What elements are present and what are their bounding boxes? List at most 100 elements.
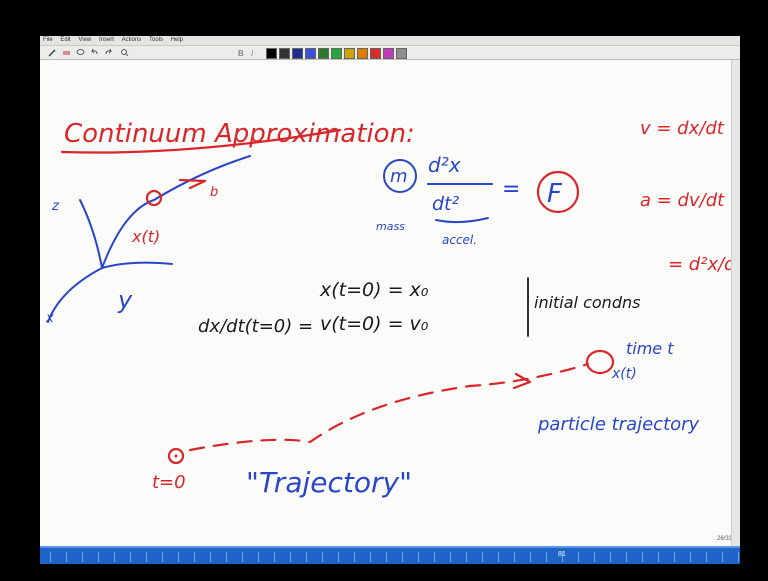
taskbar-divider — [66, 552, 67, 562]
time-t-label: time t — [626, 339, 674, 358]
taskbar-divider — [162, 552, 163, 562]
mass-label: mass — [376, 220, 405, 233]
equals-sign: = — [502, 177, 520, 202]
taskbar-divider — [626, 552, 627, 562]
initial-conditions-label: initial condns — [534, 293, 640, 312]
taskbar-divider — [578, 552, 579, 562]
trajectory-label: "Trajectory" — [246, 466, 412, 499]
axis-z-label: z — [51, 199, 60, 214]
m-symbol: m — [390, 166, 408, 187]
zoom-icon[interactable] — [120, 48, 129, 57]
taskbar-divider — [514, 552, 515, 562]
taskbar-divider — [98, 552, 99, 562]
force-circle-icon — [536, 170, 580, 214]
taskbar-divider — [306, 552, 307, 562]
handwritten-notes: Continuum Approximation: z y x b x(t) m … — [45, 118, 740, 499]
taskbar-divider — [418, 552, 419, 562]
taskbar-divider — [370, 552, 371, 562]
arrow-b-label: b — [210, 185, 218, 200]
svg-text:I: I — [251, 49, 254, 57]
endpoint-circle-icon — [585, 349, 615, 375]
axis-lines — [47, 199, 173, 323]
undo-icon[interactable] — [90, 48, 99, 57]
xt-end-label: x(t) — [611, 366, 637, 382]
initial-position: x(t=0) = x₀ — [319, 279, 429, 301]
accel-underbrace — [435, 217, 489, 224]
axis-y-label: y — [117, 286, 133, 314]
menu-edit[interactable]: Edit — [60, 37, 71, 43]
taskbar-divider — [210, 552, 211, 562]
whiteboard-canvas[interactable]: Continuum Approximation: z y x b x(t) m … — [40, 60, 740, 546]
axis-x-label: x — [45, 311, 54, 326]
color-swatch[interactable] — [344, 48, 355, 59]
pen-icon[interactable] — [48, 48, 57, 57]
color-swatch[interactable] — [266, 48, 277, 59]
menu-bar: File Edit View Insert Actions Tools Help — [40, 36, 740, 46]
taskbar-divider — [178, 552, 179, 562]
lasso-icon[interactable] — [76, 48, 85, 57]
taskbar-divider — [658, 552, 659, 562]
taskbar-divider — [546, 552, 547, 562]
taskbar-divider — [594, 552, 595, 562]
taskbar-divider — [322, 552, 323, 562]
d2x-text: d²x — [428, 153, 461, 177]
color-swatch[interactable] — [396, 48, 407, 59]
menu-insert[interactable]: Insert — [98, 37, 114, 43]
taskbar-divider — [642, 552, 643, 562]
trajectory-curve — [188, 362, 590, 452]
color-swatch[interactable] — [292, 48, 303, 59]
color-swatch[interactable] — [279, 48, 290, 59]
taskbar-divider — [402, 552, 403, 562]
accel-label: accel. — [442, 233, 477, 247]
taskbar-divider — [274, 552, 275, 562]
menu-file[interactable]: File — [43, 37, 53, 43]
particle-circle-icon — [145, 189, 163, 207]
color-swatch[interactable] — [370, 48, 381, 59]
taskbar-divider — [194, 552, 195, 562]
color-swatch[interactable] — [331, 48, 342, 59]
taskbar: 81 — [40, 546, 740, 564]
taskbar-divider — [146, 552, 147, 562]
taskbar-divider — [722, 552, 723, 562]
color-swatch[interactable] — [383, 48, 394, 59]
menu-view[interactable]: View — [78, 37, 92, 43]
taskbar-divider — [50, 552, 51, 562]
eraser-icon[interactable] — [62, 48, 71, 57]
bold-icon[interactable]: B — [236, 48, 245, 57]
taskbar-divider — [674, 552, 675, 562]
taskbar-divider — [338, 552, 339, 562]
dt2-text: dt² — [432, 193, 460, 215]
color-swatch[interactable] — [305, 48, 316, 59]
menu-help[interactable]: Help — [170, 37, 184, 43]
toolbar: B I — [40, 46, 740, 60]
taskbar-divider — [706, 552, 707, 562]
menu-tools[interactable]: Tools — [148, 37, 163, 43]
taskbar-divider — [226, 552, 227, 562]
svg-text:B: B — [238, 49, 244, 57]
italic-icon[interactable]: I — [248, 48, 257, 57]
title-underline — [60, 128, 342, 154]
app-window: File Edit View Insert Actions Tools Help… — [40, 36, 740, 564]
taskbar-divider — [242, 552, 243, 562]
color-swatch[interactable] — [318, 48, 329, 59]
t0-label: t=0 — [152, 472, 186, 493]
color-swatch[interactable] — [357, 48, 368, 59]
taskbar-divider — [354, 552, 355, 562]
menu-actions[interactable]: Actions — [121, 37, 142, 43]
vertical-scrollbar[interactable] — [731, 60, 740, 546]
taskbar-divider — [498, 552, 499, 562]
v-definition: v = dx/dt — [640, 118, 725, 139]
position-vector — [101, 155, 251, 269]
taskbar-divider — [450, 552, 451, 562]
taskbar-divider — [530, 552, 531, 562]
taskbar-divider — [386, 552, 387, 562]
F-symbol: F — [547, 179, 563, 209]
taskbar-divider — [562, 552, 563, 562]
initial-velocity: v(t=0) = v₀ — [320, 313, 429, 335]
trajectory-arrowhead — [512, 372, 532, 390]
taskbar-divider — [690, 552, 691, 562]
taskbar-divider — [434, 552, 435, 562]
taskbar-divider — [130, 552, 131, 562]
redo-icon[interactable] — [104, 48, 113, 57]
taskbar-divider — [290, 552, 291, 562]
